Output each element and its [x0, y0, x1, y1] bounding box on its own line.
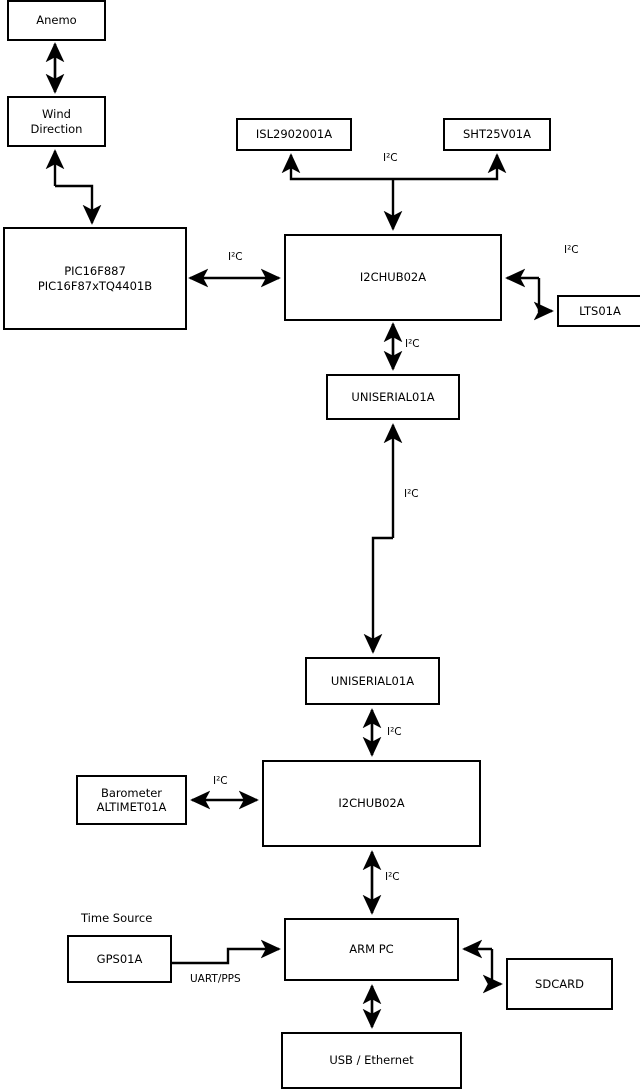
node-sdcard-label: SDCARD — [535, 976, 584, 991]
node-pic-mcu[interactable]: PIC16F887 PIC16F87xTQ4401B — [3, 227, 187, 330]
node-wind-direction-label: Wind Direction — [30, 107, 83, 136]
node-lts01a-label: LTS01A — [579, 303, 621, 318]
node-sht25v01a-label: SHT25V01A — [463, 127, 531, 142]
node-arm-pc-label: ARM PC — [349, 942, 394, 957]
edge-label-gps-armpc: UART/PPS — [190, 973, 241, 985]
edge-label-hub2-armpc: I²C — [385, 871, 400, 883]
node-sht25v01a[interactable]: SHT25V01A — [443, 118, 551, 151]
node-uniserial01a-top[interactable]: UNISERIAL01A — [326, 374, 460, 420]
node-usb-ethernet[interactable]: USB / Ethernet — [281, 1032, 462, 1089]
edge-label-uniserial-link: I²C — [404, 488, 419, 500]
wire-armpc-to-sdcard — [482, 949, 503, 994]
node-lts01a[interactable]: LTS01A — [557, 295, 640, 327]
node-i2chub02a-bottom[interactable]: I2CHUB02A — [262, 760, 481, 847]
node-anemo-label: Anemo — [36, 13, 77, 28]
edge-label-hub-lts: I²C — [564, 244, 579, 256]
wire-hub-to-lts — [533, 278, 554, 321]
node-uniserial01a-bottom[interactable]: UNISERIAL01A — [305, 657, 440, 705]
node-isl2902001a[interactable]: ISL2902001A — [236, 118, 352, 151]
node-barometer-altimet01a[interactable]: Barometer ALTIMET01A — [76, 775, 187, 825]
node-anemo[interactable]: Anemo — [7, 0, 106, 41]
wire-gps-armpc — [172, 939, 281, 965]
node-i2chub02a-top[interactable]: I2CHUB02A — [284, 234, 502, 321]
wire-bus-sht — [393, 153, 507, 181]
wire-bus-isl — [281, 153, 393, 181]
node-usb-ethernet-label: USB / Ethernet — [329, 1053, 414, 1068]
edge-label-hub-sensors: I²C — [383, 152, 398, 164]
wire-pic-wind-jog — [55, 184, 102, 225]
node-barometer-altimet01a-label: Barometer ALTIMET01A — [96, 785, 167, 814]
node-arm-pc[interactable]: ARM PC — [284, 918, 459, 981]
edge-label-pic-hub: I²C — [228, 251, 243, 263]
node-isl2902001a-label: ISL2902001A — [255, 127, 333, 142]
wire-uniserial-link-down — [363, 536, 393, 654]
node-pic-mcu-label: PIC16F887 PIC16F87xTQ4401B — [37, 264, 153, 293]
node-uniserial01a-bottom-label: UNISERIAL01A — [330, 673, 415, 688]
node-i2chub02a-top-label: I2CHUB02A — [359, 270, 427, 285]
edge-label-hub-uniserial: I²C — [405, 338, 420, 350]
edge-label-uniserial-hub2: I²C — [387, 726, 402, 738]
node-gps01a[interactable]: GPS01A — [67, 935, 172, 983]
node-i2chub02a-bottom-label: I2CHUB02A — [338, 796, 405, 811]
node-wind-direction[interactable]: Wind Direction — [7, 96, 106, 147]
node-gps01a-label: GPS01A — [96, 951, 143, 966]
node-sdcard[interactable]: SDCARD — [506, 958, 613, 1010]
label-time-source: Time Source — [81, 911, 153, 925]
edge-label-barometer-hub2: I²C — [213, 775, 228, 787]
node-uniserial01a-top-label: UNISERIAL01A — [351, 389, 435, 404]
